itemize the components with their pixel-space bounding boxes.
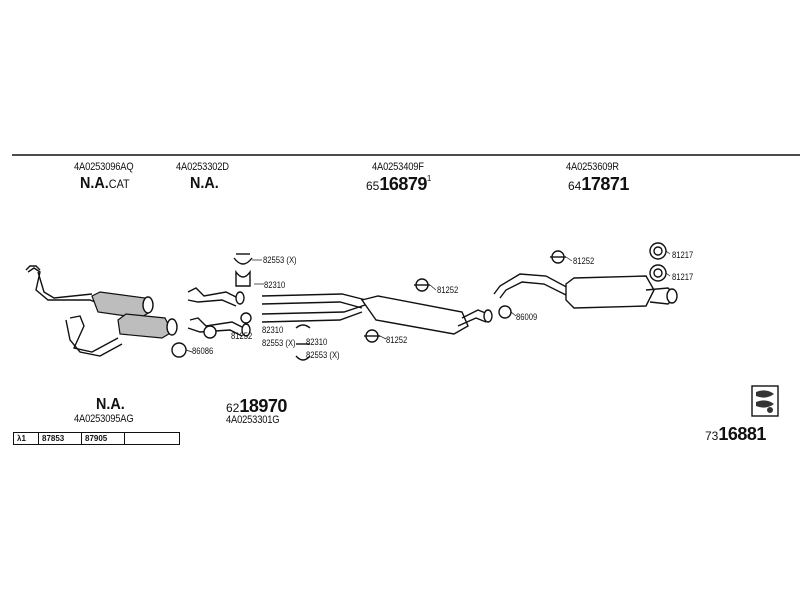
number-bottom-right: 16881 — [718, 424, 766, 444]
ref-cell-1: 87853 — [38, 432, 82, 445]
ref-cell-2: 87905 — [81, 432, 125, 445]
middle-pipe-silencer — [261, 293, 493, 335]
leader-lines — [185, 250, 671, 353]
sup-middle: 1 — [426, 174, 432, 183]
hanger-81252-b — [364, 329, 380, 343]
ring-81217-a — [649, 242, 667, 260]
label-81217-a: 81217 — [672, 250, 694, 260]
label-82553-a: 82553 (X) — [263, 255, 297, 265]
label-82310-b: 82310 — [262, 325, 284, 335]
ref-lambda-cell: λ1 — [13, 432, 39, 445]
part-number-bottom-left: 4A0253095AG — [74, 413, 134, 425]
label-81252-b: 81252 — [386, 335, 408, 345]
hanger-81252-c — [550, 250, 566, 264]
prefix-rear: 64 — [568, 179, 582, 193]
status-cat-suffix: CAT — [108, 177, 130, 191]
exhaust-illustration-icon — [751, 385, 779, 417]
part-number-middle-silencer: 4A0253409F — [372, 161, 424, 173]
order-number-rear-silencer: 6417871 — [568, 174, 629, 195]
rear-pipe-silencer — [493, 273, 678, 319]
label-82553-c: 82553 (X) — [306, 350, 340, 360]
prefix-bottom-right: 73 — [705, 429, 719, 443]
order-number-bottom-middle: 6218970 — [226, 396, 287, 417]
label-82310-a: 82310 — [264, 280, 286, 290]
order-number-bottom-right: 7316881 — [705, 424, 766, 445]
ring-81217-b — [649, 264, 667, 282]
status-front-pipe: N.A. — [190, 175, 219, 192]
prefix-bottom-middle: 62 — [226, 401, 240, 415]
label-81252-c: 81252 — [573, 256, 595, 266]
prefix-middle: 65 — [366, 179, 380, 193]
label-81217-b: 81217 — [672, 272, 694, 282]
status-bottom-left: N.A. — [96, 396, 125, 413]
number-middle: 16879 — [379, 174, 427, 194]
label-82553-b: 82553 (X) — [262, 338, 296, 348]
front-pipe-catalyst-assembly — [25, 265, 178, 357]
label-86086: 86086 — [192, 346, 214, 356]
intermediate-pipes-left — [171, 287, 252, 358]
clamp-group-lower — [295, 324, 311, 361]
reference-table: λ1 87853 87905 — [13, 432, 180, 445]
order-number-middle-silencer: 65168791 — [366, 174, 431, 195]
part-number-rear-silencer: 4A0253609R — [566, 161, 619, 173]
label-81252-a: 81252 — [437, 285, 459, 295]
label-81252-d: 81252 — [231, 331, 253, 341]
number-bottom-middle: 18970 — [239, 396, 287, 416]
hanger-81252-a — [414, 278, 430, 292]
clamp-group-upper — [233, 253, 253, 287]
label-86009: 86009 — [516, 312, 538, 322]
status-cat: N.A.CAT — [80, 175, 130, 193]
part-number-cat: 4A0253096AQ — [74, 161, 134, 173]
label-82310-c: 82310 — [306, 337, 328, 347]
number-rear: 17871 — [581, 174, 629, 194]
ref-cell-3 — [124, 432, 180, 445]
part-number-front-pipe: 4A0253302D — [176, 161, 229, 173]
part-number-bottom-middle: 4A0253301G — [226, 414, 280, 426]
status-cat-text: N.A. — [80, 175, 109, 192]
